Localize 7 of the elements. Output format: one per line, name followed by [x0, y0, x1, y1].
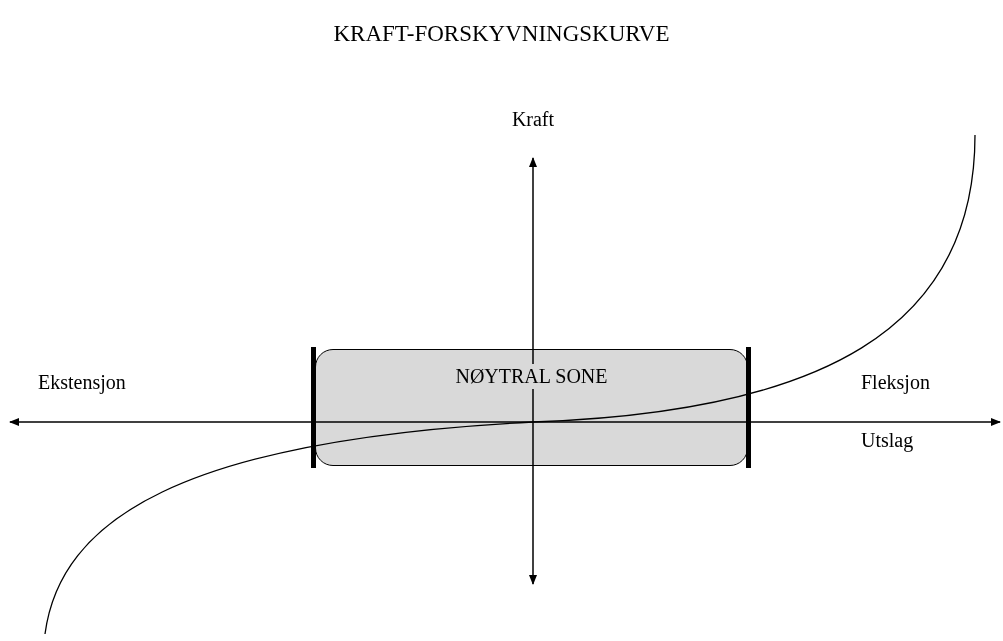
- axis-label: Utslag: [861, 428, 915, 453]
- zone-label: NØYTRAL SONE: [453, 364, 610, 389]
- axis-label: Kraft: [510, 107, 556, 132]
- diagram-title: KRAFT-FORSKYVNINGSKURVE: [332, 20, 671, 48]
- neutral-zone-box: [315, 349, 748, 466]
- axis-label: Ekstensjon: [38, 370, 127, 395]
- axis-label: Fleksjon: [861, 370, 931, 395]
